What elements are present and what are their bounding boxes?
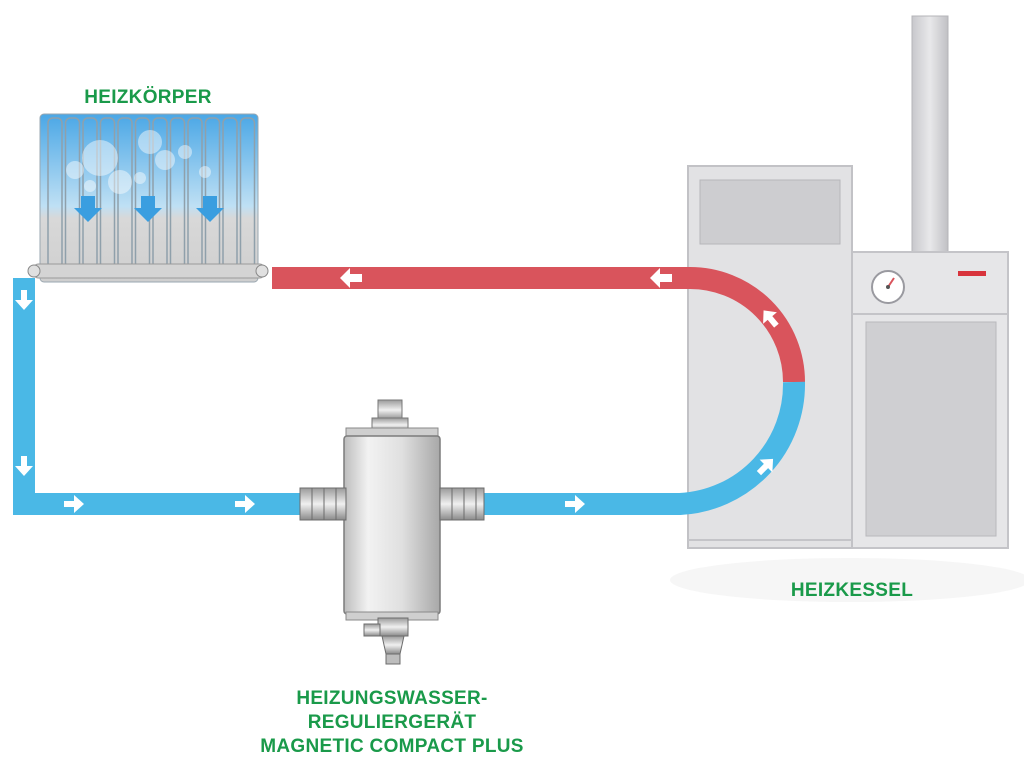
chimney	[911, 15, 949, 257]
pipe-arrow-icon	[340, 268, 362, 288]
bubble-icon	[66, 130, 211, 194]
pipe-arrow-icon	[565, 495, 585, 513]
pipe-arrow-icon	[74, 196, 102, 222]
boiler	[670, 15, 1024, 602]
cold-return-pipe-left	[13, 278, 310, 515]
pipe-arrow-icon	[134, 196, 162, 222]
pipe-arrow-icon	[15, 456, 33, 476]
radiator	[27, 113, 269, 283]
pipe-arrow-icon	[650, 268, 672, 288]
pipe-arrow-icon	[756, 458, 774, 476]
hot-flow-pipe	[272, 267, 805, 383]
pipe-arrow-icon	[15, 290, 33, 310]
device-label-line2: REGULIERGERÄT	[307, 712, 477, 733]
device-body	[343, 435, 441, 615]
flow-arrows	[15, 268, 779, 513]
pipe-arrow-icon	[763, 310, 779, 328]
pipe-arrow-icon	[64, 495, 84, 513]
pressure-gauge-icon	[871, 270, 905, 304]
indicator-light	[958, 271, 986, 276]
device-label-line1: HEIZUNGSWASSER-	[296, 688, 488, 709]
pipe-arrow-icon	[235, 495, 255, 513]
boiler-label: HEIZKESSEL	[790, 580, 914, 601]
radiator-label: HEIZKÖRPER	[84, 87, 212, 108]
device-label-line3: MAGNETIC COMPACT PLUS	[260, 736, 524, 757]
pipe-arrow-icon	[196, 196, 224, 222]
magnetic-compact-plus-device	[299, 399, 485, 665]
